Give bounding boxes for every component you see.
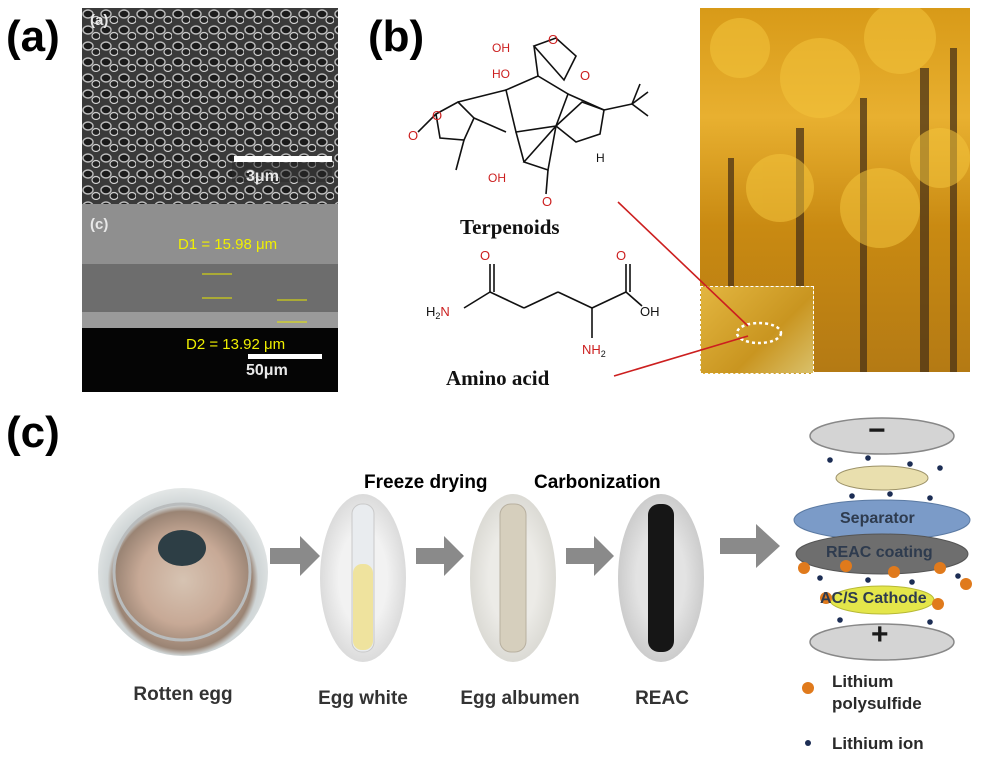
freeze-drying-label: Freeze drying [364,472,488,493]
step-label-egg-albumen: Egg albumen [460,688,580,709]
svg-text:H2N: H2N [426,304,450,321]
thickness-d2: D2 = 13.92 μm [186,336,286,353]
arrow-1 [270,536,320,576]
legend-ion-label: Lithium ion [832,734,924,753]
terpenoid-structure: O O O O O OH HO OH H [408,32,649,209]
lithium-polysulfide-particles [798,560,972,610]
svg-text:NH2: NH2 [582,342,606,359]
amino-acid-label: Amino acid [446,366,550,390]
amino-atom-nh2-sub: 2 [601,349,606,359]
separator-label: Separator [840,510,915,527]
legend-polysulfide-marker [802,682,814,694]
scale-bar-top [234,156,332,162]
battery-diagram [793,417,972,661]
atom-o-1: O [408,128,418,143]
atom-ho: HO [492,67,510,81]
sem-porous-texture [82,8,338,204]
reac-coating-layer [795,533,969,575]
sem-top-label: (a) [90,12,109,29]
cathode-disc [809,623,955,661]
atom-oh-top: OH [492,41,510,55]
sem-crosssection-image [82,204,338,392]
panel-label-c: (c) [6,408,60,457]
atom-h: H [596,151,605,165]
sem-crosssection-texture [82,204,338,392]
amino-atom-h2n-h: H [426,304,435,319]
plus-sign: + [871,618,889,651]
arrow-2 [416,536,464,576]
step-label-reac: REAC [635,688,689,709]
amino-atom-oh: OH [640,304,660,319]
legend-polysulfide-line1: Lithium [832,672,894,691]
atom-o-3: O [548,32,558,47]
sem-surface-image [82,8,338,204]
amino-acid-structure: O O OH H2N NH2 [426,248,660,359]
anode-disc [809,417,955,455]
amino-atom-nh2: NH [582,342,601,357]
atom-o-5: O [542,194,552,209]
sem-bottom-scale: 50μm [246,362,288,379]
atom-oh-bottom: OH [488,171,506,185]
minus-sign: − [868,414,886,447]
step-label-rotten-egg: Rotten egg [133,684,233,705]
amino-atom-o-2: O [616,248,626,263]
reac-photo [618,494,704,662]
egg-white-photo [320,494,406,662]
atom-o-2: O [432,108,442,123]
scale-bar-bottom [248,354,322,359]
sem-top-scale: 3μm [246,168,279,185]
legend-markers [802,682,814,746]
rotten-egg-photo [98,488,268,656]
legend-ion-marker [805,740,811,746]
thickness-d1: D1 = 15.98 μm [178,236,278,253]
egg-albumen-photo [470,494,556,662]
step-label-egg-white: Egg white [318,688,408,709]
panel-label-a: (a) [6,12,60,61]
legend-polysulfide-line2: polysulfide [832,694,922,713]
sem-bottom-label: (c) [90,216,109,233]
terpenoids-label: Terpenoids [460,215,560,239]
arrow-4 [720,524,780,568]
panel-label-b: (b) [368,12,425,61]
amino-atom-h2n-n: N [440,304,449,319]
reac-coating-label: REAC coating [826,544,933,561]
amino-atom-o-1: O [480,248,490,263]
ginkgo-leaf-inset [700,286,814,374]
atom-o-4: O [580,68,590,83]
cathode-label: AC/S Cathode [820,590,927,607]
lithium-ions [817,455,961,625]
arrow-3 [566,536,614,576]
carbonization-label: Carbonization [534,472,661,493]
amino-atom-h2n-sub: 2 [435,311,440,321]
